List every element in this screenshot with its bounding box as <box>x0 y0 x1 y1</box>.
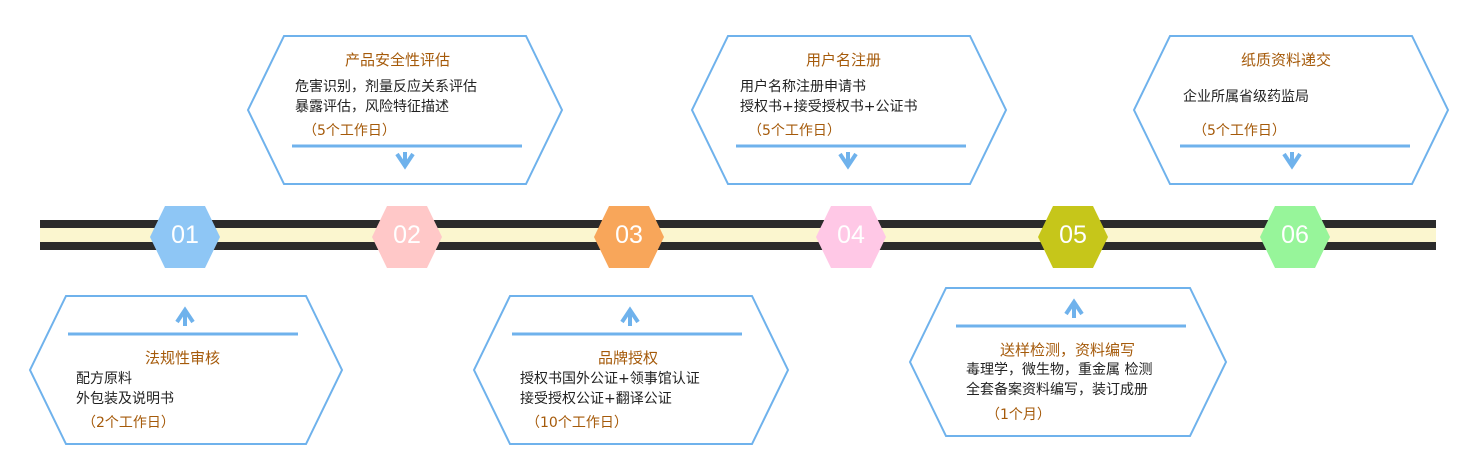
step-03-line-1: 授权书国外公证+领事馆认证 <box>520 371 700 387</box>
step-05-line-1: 毒理学，微生物，重金属 检测 <box>966 362 1153 378</box>
step-03-hexagon <box>594 206 664 268</box>
step-02-line-2: 暴露评估，风险特征描述 <box>295 99 449 115</box>
step-04-line-1: 用户名称注册申请书 <box>740 79 866 95</box>
step-03-title: 品牌授权 <box>598 349 659 367</box>
step-04-number: 04 <box>837 221 865 249</box>
step-01-line-1: 配方原料 <box>76 371 132 387</box>
step-05-line-2: 全套备案资料编写，装订成册 <box>966 382 1148 398</box>
step-06-line-1: 企业所属省级药监局 <box>1183 89 1309 105</box>
step-06-title: 纸质资料递交 <box>1241 51 1332 69</box>
step-02-title: 产品安全性评估 <box>345 51 451 69</box>
step-06-hexagon <box>1260 206 1330 268</box>
step-01-title: 法规性审核 <box>145 349 221 367</box>
step-03-number: 03 <box>615 221 643 249</box>
step-04-title: 用户名注册 <box>806 51 882 69</box>
step-05-duration: （1个月） <box>986 407 1051 423</box>
step-01-duration: （2个工作日） <box>82 415 175 431</box>
step-01-line-2: 外包装及说明书 <box>76 391 174 407</box>
step-03-line-2: 接受授权公证+翻译公证 <box>520 391 672 407</box>
step-05-title: 送样检测，资料编写 <box>1000 341 1136 359</box>
step-02-number: 02 <box>393 221 421 249</box>
step-05-number: 05 <box>1059 221 1087 249</box>
step-04-line-2: 授权书+接受授权书+公证书 <box>740 99 918 115</box>
step-06-number: 06 <box>1281 221 1309 249</box>
step-02-hexagon <box>372 206 442 268</box>
timeline-bar <box>40 220 1436 250</box>
step-01-number: 01 <box>171 221 199 249</box>
step-01-hexagon <box>150 206 220 268</box>
step-03-duration: （10个工作日） <box>526 415 628 431</box>
step-06-duration: （5个工作日） <box>1193 123 1286 139</box>
step-04-hexagon <box>816 206 886 268</box>
step-05-hexagon <box>1038 206 1108 268</box>
step-04-duration: （5个工作日） <box>748 123 841 139</box>
step-02-duration: （5个工作日） <box>303 123 396 139</box>
step-02-line-1: 危害识别，剂量反应关系评估 <box>295 79 477 95</box>
